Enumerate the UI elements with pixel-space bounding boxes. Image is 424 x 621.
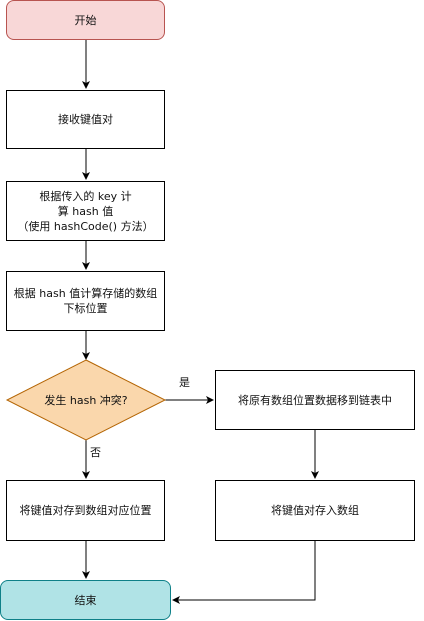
end-label: 结束 [74,593,97,607]
receive-node: 接收键值对 [6,90,165,149]
end-node: 结束 [0,580,171,620]
decision-label: 发生 hash 冲突? [44,394,128,407]
no-label: 否 [90,446,101,459]
store-array-label: 将键值对存到数组对应位置 [19,504,152,517]
start-label: 开始 [74,13,97,27]
yes-label: 是 [179,376,190,389]
compute-index-node: 根据 hash 值计算存储的数组 下标位置 [6,271,165,331]
compute-hash-line1: 根据传入的 key 计 [39,189,132,203]
compute-index-line2: 下标位置 [63,302,108,315]
receive-label: 接收键值对 [58,113,113,126]
move-to-list-node: 将原有数组位置数据移到链表中 [215,370,415,430]
store-array-node: 将键值对存到数组对应位置 [6,480,165,541]
store-list-node: 将键值对存入数组 [215,480,415,541]
store-list-label: 将键值对存入数组 [271,504,359,517]
compute-index-line1: 根据 hash 值计算存储的数组 [13,287,158,300]
compute-hash-line3: （使用 hashCode() 方法） [17,219,154,233]
start-node: 开始 [6,0,165,40]
edge-storelist-end [172,541,316,604]
compute-hash-node: 根据传入的 key 计 算 hash 值 （使用 hashCode() 方法） [6,181,165,241]
decision-diamond [5,359,167,441]
move-to-list-label: 将原有数组位置数据移到链表中 [238,393,392,407]
compute-hash-line2: 算 hash 值 [57,204,114,218]
